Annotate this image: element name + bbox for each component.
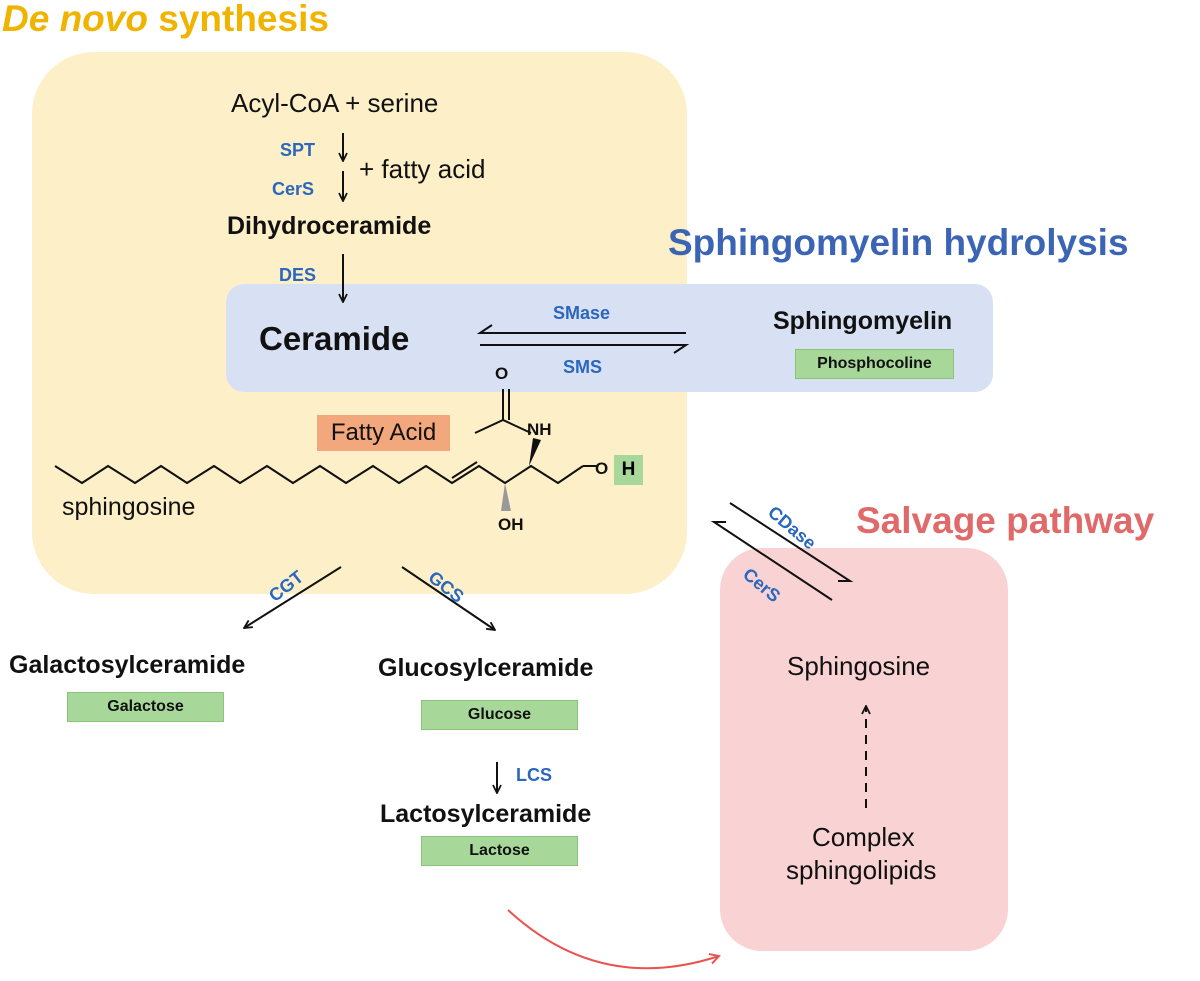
hydroxyl-oh-label: OH — [498, 515, 524, 534]
spt-enzyme-label: SPT — [280, 140, 316, 160]
cers-enzyme-label: CerS — [272, 179, 315, 199]
fatty-acid-tag: Fatty Acid — [317, 415, 450, 451]
amide-nh-label: NH — [527, 420, 552, 439]
glucose-tag: Glucose — [421, 700, 578, 730]
de-novo-title-rest: synthesis — [147, 0, 329, 39]
lactosyl-to-salvage-arrow — [507, 909, 719, 970]
sms-arrow — [480, 344, 690, 354]
phosphocoline-tag: Phosphocoline — [795, 349, 954, 379]
gcs-arrow — [401, 566, 495, 630]
sphingosine-structure-label: sphingosine — [62, 493, 196, 521]
acyl-coa-serine-label: Acyl-CoA + serine — [231, 88, 439, 118]
salvage-cers-arrow — [710, 521, 833, 601]
sphingosine-label: Sphingosine — [787, 651, 931, 681]
complex-sphingolipids-line2: sphingolipids — [786, 855, 937, 885]
glucosylceramide-label: Glucosylceramide — [378, 654, 594, 682]
galactose-tag: Galactose — [67, 692, 224, 722]
lactose-tag: Lactose — [421, 836, 578, 866]
de-novo-title: De novo synthesis — [2, 0, 329, 40]
complex-sphingolipids-line1: Complex — [812, 822, 915, 852]
hydrolysis-title: Sphingomyelin hydrolysis — [668, 222, 1129, 263]
de-novo-title-italic: De novo — [2, 0, 148, 39]
ceramide-label: Ceramide — [259, 320, 410, 357]
cgt-arrow — [244, 566, 342, 628]
smase-arrow — [476, 324, 686, 334]
ceramide-skeletal-structure — [54, 389, 597, 485]
wedge-bond — [529, 438, 541, 466]
hydrogen-tag: H — [614, 455, 643, 485]
smase-enzyme-label: SMase — [553, 303, 611, 323]
plus-fatty-acid-label: + fatty acid — [359, 154, 486, 184]
lcs-enzyme-label: LCS — [516, 765, 552, 785]
salvage-title: Salvage pathway — [856, 500, 1155, 541]
cdase-arrow — [729, 502, 854, 582]
terminal-oxygen-label: O — [595, 459, 609, 478]
galactosylceramide-label: Galactosylceramide — [9, 651, 246, 679]
lactosylceramide-label: Lactosylceramide — [380, 800, 592, 828]
carbonyl-oxygen-label: O — [495, 364, 509, 383]
dihydroceramide-label: Dihydroceramide — [227, 212, 432, 240]
sphingomyelin-label: Sphingomyelin — [773, 307, 953, 335]
salvage-region — [720, 548, 1008, 951]
hashed-bond — [501, 483, 511, 511]
sms-enzyme-label: SMS — [563, 357, 603, 377]
des-enzyme-label: DES — [279, 265, 317, 285]
